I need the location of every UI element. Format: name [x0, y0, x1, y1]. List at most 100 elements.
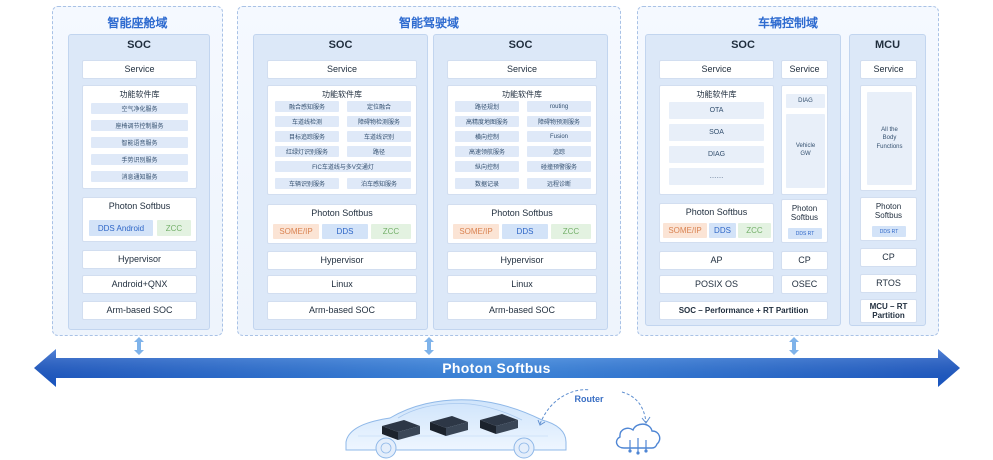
- driving-soc1-hardware: Arm-based SOC: [267, 301, 417, 320]
- driving-soc-1: SOC Service 功能软件库 融合感知服务 定位融合 车道线检测 障碍物检…: [253, 34, 428, 330]
- vehicle-gateway-panel: DIAG Vehicle GW: [781, 85, 828, 195]
- driving-soc1-title: SOC: [328, 39, 353, 51]
- cloud-icon: [615, 423, 661, 455]
- cockpit-domain-title: 智能座舱域: [107, 16, 168, 30]
- driving-soc2-lib-item: 远程诊断: [527, 178, 591, 189]
- cockpit-service: Service: [82, 60, 197, 79]
- mcu-service: Service: [860, 60, 917, 79]
- vehicle-soc-title: SOC: [731, 39, 755, 51]
- driving-soc1-softbus-title: Photon Softbus: [311, 208, 373, 218]
- vehicle-domain-title: 车辆控制域: [757, 16, 818, 30]
- driving-soc1-hypervisor: Hypervisor: [267, 251, 417, 270]
- vehicle-lib-item: ……: [669, 168, 764, 185]
- vehicle-osec: OSEC: [781, 275, 828, 294]
- driving-domain: 智能驾驶域 SOC Service 功能软件库 融合感知服务 定位融合 车道线检…: [237, 6, 621, 336]
- driving-soc2-os: Linux: [447, 275, 597, 294]
- driving-soc2-lib-item: Fusion: [527, 131, 591, 142]
- ecu-module-3: [480, 414, 518, 434]
- driving-soc2-lib-item: routing: [527, 101, 591, 112]
- driving-soc1-function-library: 功能软件库 融合感知服务 定位融合 车道线检测 障碍物检测服务 目标追踪服务 车…: [267, 85, 417, 195]
- vehicle-soc: SOC Service Service 功能软件库 OTA SOA DIAG ……: [645, 34, 841, 326]
- driving-soc2-protocol-zcc: ZCC: [551, 224, 591, 239]
- driving-soc1-lib-item: 车道线识别: [347, 131, 411, 142]
- driving-soc1-lib-item: 车辆识别服务: [275, 178, 339, 189]
- cockpit-protocol-zcc: ZCC: [157, 220, 191, 236]
- cockpit-soc-title: SOC: [127, 39, 151, 51]
- mcu-body-panel: All the Body Functions: [860, 85, 917, 191]
- vehicle-lib-title: 功能软件库: [696, 90, 737, 99]
- ecu-module-2: [430, 416, 468, 436]
- driving-soc-2: SOC Service 功能软件库 路径规划 routing 高精度地图服务 障…: [433, 34, 608, 330]
- cockpit-protocol-dds-android: DDS Android: [89, 220, 153, 236]
- driving-soc1-lib-item: FIC车道线与多V交通灯: [275, 161, 411, 172]
- driving-soc1-protocol-dds: DDS: [322, 224, 368, 239]
- vehicle-softbus-title: Photon Softbus: [685, 207, 748, 217]
- router-label: Router: [574, 394, 604, 404]
- vehicle-soc-softbus: Photon Softbus SOME/IP DDS ZCC: [659, 203, 774, 243]
- cockpit-softbus: Photon Softbus DDS Android ZCC: [82, 197, 197, 242]
- cockpit-function-library: 功能软件库 空气净化服务 座椅调节控制服务 智能语音服务 手势识别服务 消息通知…: [82, 85, 197, 189]
- cockpit-lib-item: 座椅调节控制服务: [91, 120, 188, 131]
- cockpit-lib-item: 空气净化服务: [91, 103, 188, 114]
- driving-soc1-protocol-someip: SOME/IP: [273, 224, 319, 239]
- driving-soc2-softbus: Photon Softbus SOME/IP DDS ZCC: [447, 204, 597, 244]
- vehicle-control-domain: 车辆控制域 SOC Service Service 功能软件库 OTA SOA …: [637, 6, 939, 336]
- mcu-partition: MCU – RT Partition: [860, 299, 917, 323]
- mcu-rtos: RTOS: [860, 274, 917, 293]
- cockpit-hypervisor: Hypervisor: [82, 250, 197, 269]
- cockpit-domain: 智能座舱域 SOC Service 功能软件库 空气净化服务 座椅调节控制服务 …: [52, 6, 223, 336]
- car-illustration: [345, 399, 567, 459]
- vehicle-posix-os: POSIX OS: [659, 275, 774, 294]
- photon-softbus-label: Photon Softbus: [442, 360, 551, 376]
- vehicle-soc-partition: SOC – Performance + RT Partition: [659, 301, 828, 320]
- vehicle-soc-softbus-right: Photon Softbus DDS RT: [781, 199, 828, 243]
- cockpit-bus-connector: [134, 337, 144, 355]
- vehicle-cp: CP: [781, 251, 828, 270]
- driving-soc2-lib-item: 高精度地图服务: [455, 116, 519, 127]
- driving-soc1-lib-item: 红绿灯识别服务: [275, 146, 339, 157]
- driving-bus-connector: [424, 337, 434, 355]
- driving-soc2-softbus-title: Photon Softbus: [491, 208, 553, 218]
- router-link-arcs: [537, 389, 651, 426]
- mcu-softbus-title: Photon Softbus: [874, 201, 903, 220]
- driving-soc1-service: Service: [267, 60, 417, 79]
- vehicle-soc-service-right: Service: [781, 60, 828, 79]
- driving-soc1-lib-item: 障碍物检测服务: [347, 116, 411, 127]
- vehicle-lib-item: OTA: [669, 102, 764, 119]
- driving-soc2-function-library: 功能软件库 路径规划 routing 高精度地图服务 障碍物预测服务 横向控制 …: [447, 85, 597, 195]
- vehicle-soc-service-left: Service: [659, 60, 774, 79]
- driving-soc2-lib-item: 纵向控制: [455, 161, 519, 172]
- mcu-body-functions: All the Body Functions: [867, 92, 912, 185]
- vehicle-softbus-right-title: Photon Softbus: [790, 203, 819, 222]
- vehicle-ap: AP: [659, 251, 774, 270]
- driving-soc1-lib-item: 泊车感知服务: [347, 178, 411, 189]
- driving-soc2-hypervisor: Hypervisor: [447, 251, 597, 270]
- driving-soc2-lib-item: 追踪: [527, 146, 591, 157]
- driving-soc1-lib-title: 功能软件库: [322, 90, 362, 99]
- driving-soc1-lib-item: 目标追踪服务: [275, 131, 339, 142]
- vehicle-gw: Vehicle GW: [786, 114, 825, 188]
- vehicle-protocol-dds: DDS: [709, 223, 736, 238]
- driving-soc1-os: Linux: [267, 275, 417, 294]
- mcu-cp: CP: [860, 248, 917, 267]
- vehicle-soc-function-library: 功能软件库 OTA SOA DIAG ……: [659, 85, 774, 195]
- cockpit-lib-title: 功能软件库: [119, 90, 160, 99]
- driving-soc2-service: Service: [447, 60, 597, 79]
- vehicle-lib-item: SOA: [669, 124, 764, 141]
- cockpit-soc: SOC Service 功能软件库 空气净化服务 座椅调节控制服务 智能语音服务…: [68, 34, 210, 330]
- vehicle-bus-connector: [789, 337, 799, 355]
- vehicle-lib-item: DIAG: [669, 146, 764, 163]
- vehicle-diag: DIAG: [786, 94, 825, 108]
- driving-soc2-lib-item: 高速领航服务: [455, 146, 519, 157]
- driving-soc1-protocol-zcc: ZCC: [371, 224, 411, 239]
- cockpit-lib-item: 手势识别服务: [91, 154, 188, 165]
- driving-soc2-lib-item: 数据记录: [455, 178, 519, 189]
- driving-soc1-lib-item: 车道线检测: [275, 116, 339, 127]
- vehicle-protocol-zcc: ZCC: [738, 223, 771, 238]
- cockpit-lib-item: 消息通知服务: [91, 171, 188, 182]
- driving-soc2-lib-item: 碰撞预警服务: [527, 161, 591, 172]
- driving-soc2-protocol-someip: SOME/IP: [453, 224, 499, 239]
- ecu-module-1: [382, 420, 420, 440]
- driving-soc1-lib-item: 路径: [347, 146, 411, 157]
- mcu-title: MCU: [874, 39, 901, 51]
